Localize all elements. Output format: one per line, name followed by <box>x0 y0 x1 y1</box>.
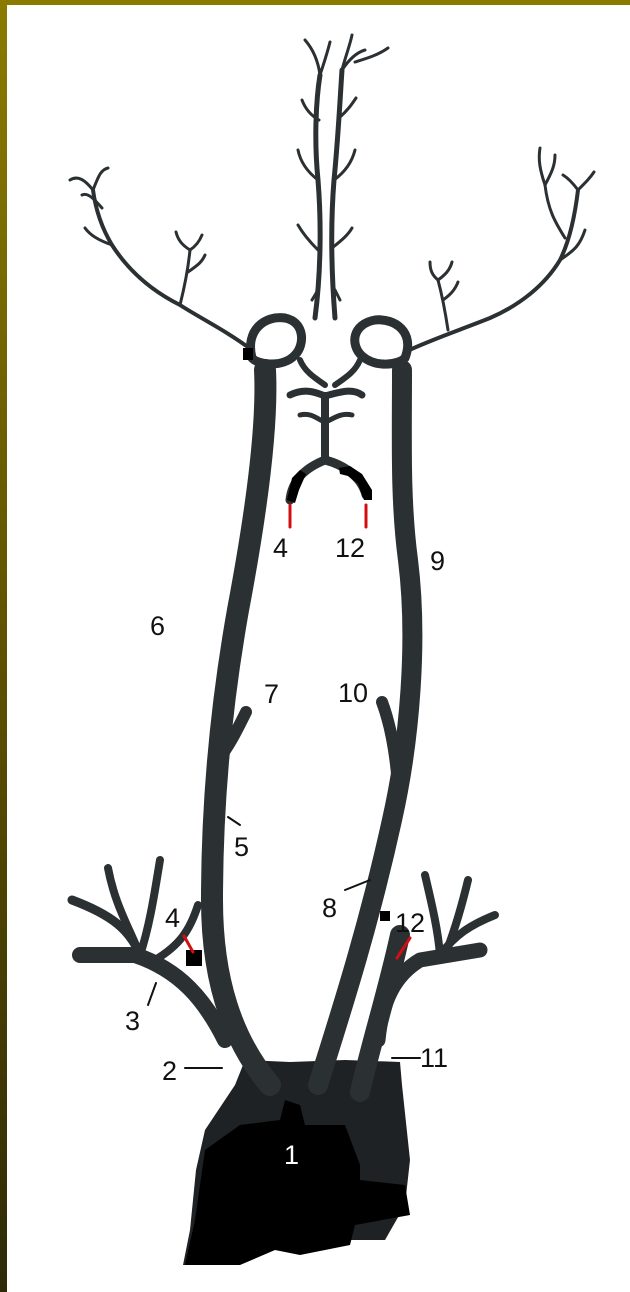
label-3: 3 <box>125 1006 140 1036</box>
label-7: 7 <box>264 679 279 709</box>
label-8: 8 <box>322 893 337 923</box>
artery-3-branch <box>80 955 225 1040</box>
label-2: 2 <box>162 1056 177 1086</box>
right-loop <box>355 320 408 364</box>
label-11: 11 <box>420 1043 448 1073</box>
label-4-top: 4 <box>273 533 288 563</box>
label-1: 1 <box>284 1140 299 1170</box>
label-6: 6 <box>150 611 165 641</box>
label-12-top: 12 <box>335 533 365 563</box>
left-loop <box>251 318 302 364</box>
artery-10-branch <box>382 702 398 785</box>
label-10: 10 <box>338 678 368 708</box>
label-5: 5 <box>234 832 249 862</box>
label-4-left: 4 <box>165 903 180 933</box>
label-9: 9 <box>430 546 445 576</box>
label-12-right: 12 <box>395 908 425 938</box>
vessels <box>70 35 594 1092</box>
